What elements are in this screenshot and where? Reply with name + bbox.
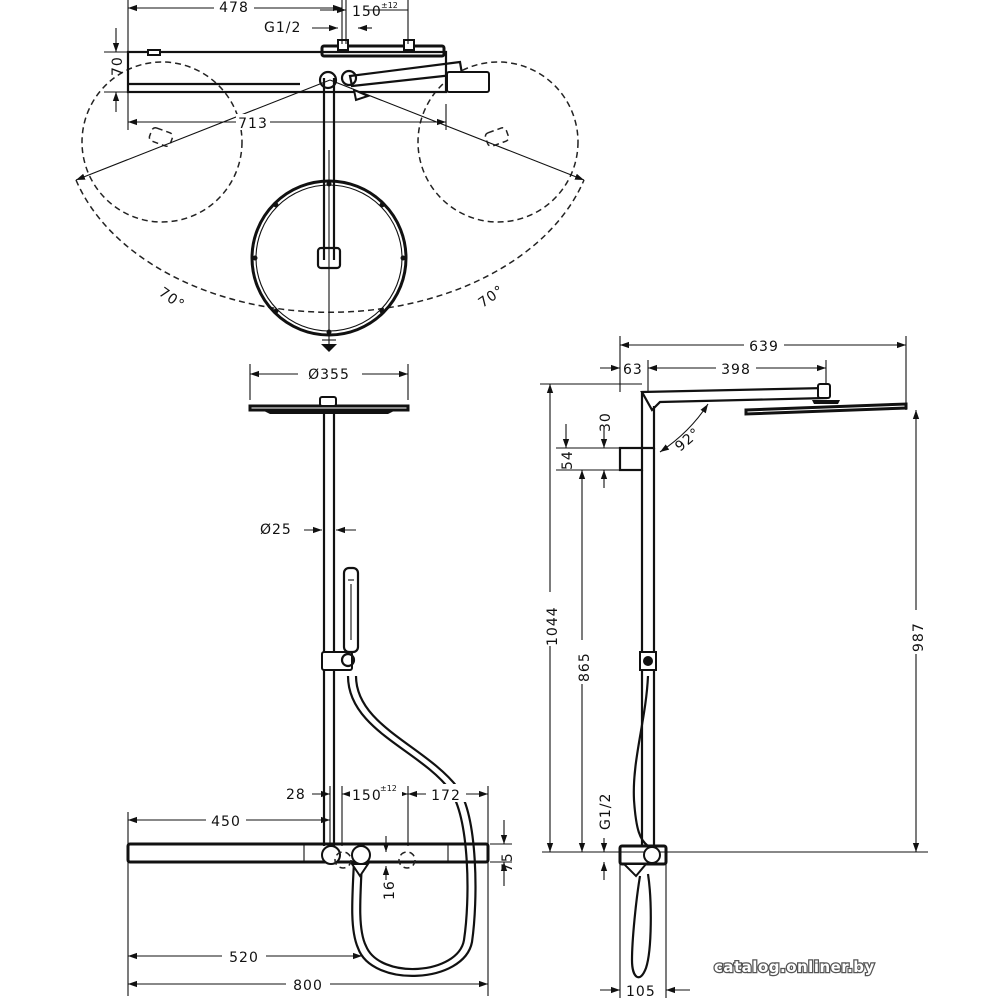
hose-side (632, 675, 650, 847)
swing-ghost-left (81, 61, 243, 223)
dim-1044-label: 1044 (545, 606, 561, 646)
shower-arm-side (640, 386, 828, 412)
shower-head-front (248, 404, 410, 412)
dim-150-tol: ±12 (381, 1, 398, 10)
thermostat-bar (126, 842, 490, 864)
dim-450-label: 450 (211, 814, 241, 830)
watermark-text: catalog.onliner.by (714, 958, 875, 976)
shower-head-side (744, 402, 908, 416)
top-view: 70° 70° 47 (75, 0, 585, 352)
dim-75-label: 75 (500, 852, 516, 872)
angle-right-label: 70° (476, 282, 508, 311)
dim-63-label: 63 (623, 362, 643, 378)
pipe-diameter-label: Ø25 (260, 522, 292, 538)
dim-16-label: 16 (382, 880, 398, 900)
dim-150-front-label: 150 (352, 788, 382, 804)
thread-label-side: G1/2 (598, 793, 614, 830)
shelf-top (126, 50, 448, 94)
dim-150-label: 150 (352, 4, 382, 20)
dim-150-front-tol: ±12 (380, 784, 397, 793)
dim-639-label: 639 (749, 339, 779, 355)
thread-label-top: G1/2 (264, 20, 301, 36)
swing-ghost-right (417, 61, 579, 223)
angle-92-label: 92° (672, 425, 704, 455)
dim-987-label: 987 (911, 622, 927, 652)
dim-172-label: 172 (431, 788, 461, 804)
dim-520-label: 520 (229, 950, 259, 966)
side-view: 639 63 398 92° 30 54 (540, 336, 928, 1000)
dim-478-label: 478 (219, 0, 249, 16)
dim-865-label: 865 (577, 652, 593, 682)
dim-28-label: 28 (286, 787, 306, 803)
angle-left-label: 70° (156, 285, 188, 314)
dim-70-label: 70 (110, 56, 126, 76)
swing-arc (75, 179, 585, 313)
dim-105-label: 105 (626, 984, 656, 1000)
dim-30-label: 30 (598, 412, 614, 432)
head-diameter-label: Ø355 (308, 367, 350, 383)
hose-front (346, 675, 469, 971)
dim-398-label: 398 (721, 362, 751, 378)
dim-800-label: 800 (293, 978, 323, 994)
dim-713-label: 713 (238, 116, 268, 132)
front-view: Ø355 Ø25 28 (126, 364, 516, 996)
dim-54-label: 54 (560, 450, 576, 470)
